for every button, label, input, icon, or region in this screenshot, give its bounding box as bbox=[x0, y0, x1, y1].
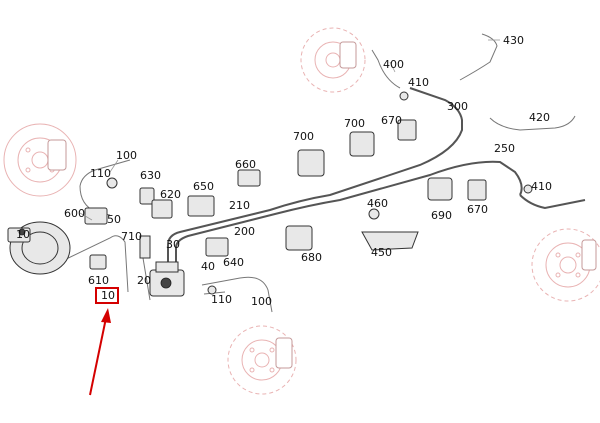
callout-110-bottom[interactable]: 110 bbox=[211, 293, 232, 306]
callout-670-right[interactable]: 670 bbox=[467, 203, 488, 216]
wheel-rear-left bbox=[227, 325, 297, 395]
callout-710[interactable]: 710 bbox=[121, 230, 142, 243]
callout-110-left[interactable]: 110 bbox=[90, 167, 111, 180]
callout-450[interactable]: 450 bbox=[371, 246, 392, 259]
callout-420[interactable]: 420 bbox=[529, 111, 550, 124]
callout-410-right[interactable]: 410 bbox=[531, 180, 552, 193]
callout-660[interactable]: 660 bbox=[235, 158, 256, 171]
callout-610[interactable]: 610 bbox=[88, 274, 109, 287]
callout-30[interactable]: 30 bbox=[166, 238, 180, 251]
callout-670-top[interactable]: 670 bbox=[381, 114, 402, 127]
wheel-front-right bbox=[300, 27, 366, 93]
callout-630[interactable]: 630 bbox=[140, 169, 161, 182]
wheel-front-left bbox=[3, 123, 77, 197]
callouts: 430 400 410 300 420 700 700 670 250 100 … bbox=[16, 34, 552, 308]
callout-250[interactable]: 250 bbox=[494, 142, 515, 155]
brake-booster bbox=[7, 221, 71, 275]
callout-300[interactable]: 300 bbox=[447, 100, 468, 113]
callout-100-top[interactable]: 100 bbox=[116, 149, 137, 162]
callout-460[interactable]: 460 bbox=[367, 197, 388, 210]
callout-680[interactable]: 680 bbox=[301, 251, 322, 264]
brake-lines bbox=[59, 33, 586, 313]
callout-100-bottom[interactable]: 100 bbox=[251, 295, 272, 308]
callout-600[interactable]: 600 bbox=[64, 207, 85, 220]
callout-210[interactable]: 210 bbox=[229, 199, 250, 212]
callout-200[interactable]: 200 bbox=[234, 225, 255, 238]
callout-700-b[interactable]: 700 bbox=[344, 117, 365, 130]
callout-10-arc[interactable]: 10 bbox=[16, 228, 30, 241]
callout-640[interactable]: 640 bbox=[223, 256, 244, 269]
highlighted-callout[interactable]: 10 bbox=[95, 287, 119, 304]
callout-700-a[interactable]: 700 bbox=[293, 130, 314, 143]
callout-690[interactable]: 690 bbox=[431, 209, 452, 222]
callout-20[interactable]: 20 bbox=[137, 274, 151, 287]
abs-hydraulic-unit bbox=[149, 261, 185, 297]
callout-620[interactable]: 620 bbox=[160, 188, 181, 201]
callout-50[interactable]: 50 bbox=[107, 213, 121, 226]
callout-10-boxed[interactable]: 10 bbox=[101, 289, 115, 302]
callout-400-top[interactable]: 400 bbox=[383, 58, 404, 71]
highlight-box bbox=[95, 287, 119, 304]
red-arrow bbox=[89, 308, 111, 396]
small-parts bbox=[84, 91, 533, 295]
callout-40[interactable]: 40 bbox=[201, 260, 215, 273]
leader-lines bbox=[79, 39, 500, 221]
callout-650[interactable]: 650 bbox=[193, 180, 214, 193]
callout-430[interactable]: 430 bbox=[503, 34, 524, 47]
callout-410-top[interactable]: 410 bbox=[408, 76, 429, 89]
arrow-head-icon bbox=[101, 308, 111, 323]
wheel-rear-right bbox=[531, 228, 600, 302]
